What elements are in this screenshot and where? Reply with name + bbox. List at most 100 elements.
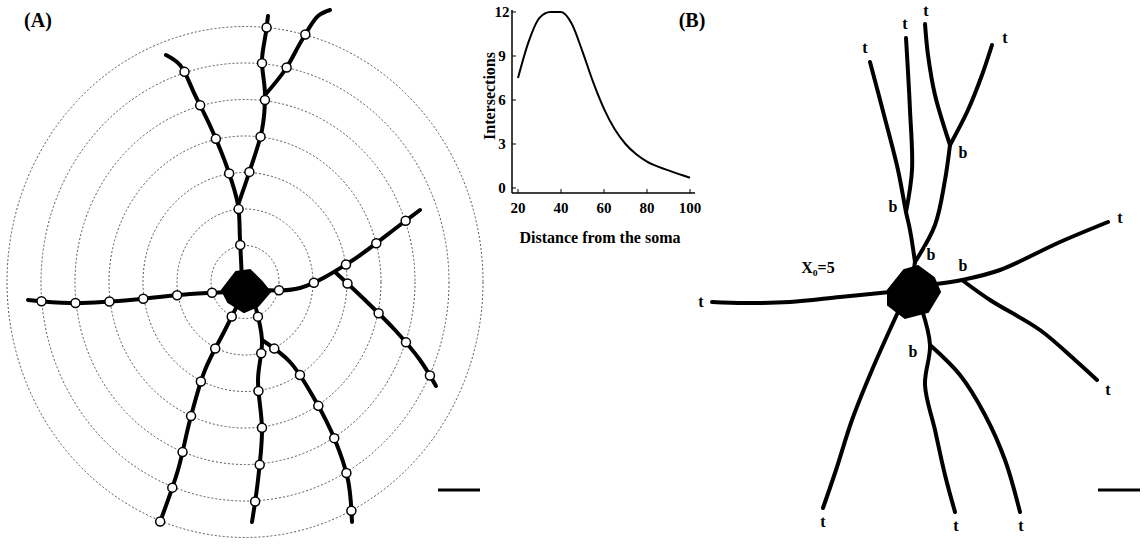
terminal-label: t — [1116, 210, 1123, 226]
intersection-dot — [173, 291, 182, 300]
sholl-rings — [7, 27, 483, 538]
terminal-label: t — [697, 294, 704, 310]
dendrite — [950, 45, 992, 145]
dendrite — [906, 38, 912, 212]
dendrite — [335, 272, 436, 386]
intersection-dot — [196, 101, 205, 110]
tick-label: 20 — [511, 201, 526, 216]
intersection-dot — [342, 469, 351, 478]
axis-title: Distance from the soma — [519, 230, 680, 246]
scale-bar — [1098, 489, 1140, 492]
intersection-dot — [208, 288, 217, 297]
axis-tick — [690, 189, 691, 193]
intersection-dot — [374, 309, 383, 318]
intersection-dot — [425, 371, 434, 380]
soma — [888, 266, 940, 318]
branch-label: b — [908, 344, 919, 360]
intersection-dot — [178, 448, 187, 457]
intersection-dot — [211, 134, 220, 143]
scale-bar — [438, 489, 480, 492]
sholl-curve — [518, 12, 690, 178]
intersection-dot — [253, 312, 262, 321]
panel-letter: (B) — [679, 10, 706, 30]
tick-label: 40 — [554, 201, 569, 216]
dendrite — [265, 10, 330, 95]
axis-tick — [647, 189, 648, 193]
intersection-dot — [196, 377, 205, 386]
axis-tick — [561, 189, 562, 193]
axis-tick — [518, 189, 519, 193]
intersection-dot — [256, 132, 265, 141]
sholl-chart — [512, 10, 695, 193]
intersection-dot — [347, 506, 356, 515]
intersection-dot — [257, 349, 266, 358]
intersection-dot — [314, 401, 323, 410]
terminal-label: t — [901, 16, 908, 32]
dendrite — [238, 16, 268, 205]
sholl-ring — [7, 27, 483, 538]
sholl-ring — [41, 63, 449, 501]
intersection-dot — [37, 297, 46, 306]
intersection-dot — [180, 67, 189, 76]
terminal-label: t — [861, 40, 868, 56]
intersection-dot — [262, 23, 271, 32]
intersection-dot — [295, 370, 304, 379]
tick-label: 6 — [498, 93, 506, 108]
branch-label: b — [958, 258, 969, 274]
neuron-b — [712, 24, 1108, 512]
terminal-label: t — [922, 3, 929, 19]
intersection-dot — [187, 412, 196, 421]
dendrite — [28, 292, 230, 303]
terminal-label: t — [1001, 30, 1008, 46]
soma — [222, 270, 270, 312]
tick-label: 3 — [498, 137, 506, 152]
axis-title: Intersections — [482, 52, 498, 140]
y-axis — [511, 10, 513, 193]
intersection-dot — [156, 517, 165, 526]
branch-count: X₀=5 — [800, 260, 835, 276]
intersection-dot — [301, 30, 310, 39]
intersection-dot — [251, 497, 260, 506]
dendrite — [962, 280, 1097, 380]
axis-tick — [512, 188, 516, 189]
intersection-dot — [211, 344, 220, 353]
intersection-dot — [255, 460, 264, 469]
intersection-dot — [71, 299, 80, 308]
intersection-dot — [227, 312, 236, 321]
intersection-dot — [234, 205, 243, 214]
dendrite — [252, 305, 262, 522]
dendrite — [160, 304, 238, 522]
axis-tick — [512, 12, 516, 13]
sholl-ring — [143, 173, 347, 392]
intersection-dot — [372, 239, 381, 248]
dendrite — [166, 55, 242, 280]
branch-label: b — [926, 247, 937, 263]
tick-label: 80 — [640, 201, 655, 216]
intersection-dot — [260, 95, 269, 104]
sholl-ring — [75, 100, 415, 465]
axis-tick — [512, 144, 516, 145]
intersection-dot — [330, 434, 339, 443]
intersection-dot — [341, 260, 350, 269]
intersection-dots — [37, 23, 434, 526]
tick-label: 100 — [679, 201, 702, 216]
intersection-dot — [236, 241, 245, 250]
intersection-dot — [105, 297, 114, 306]
neuron-a — [28, 10, 436, 522]
axis-tick — [512, 56, 516, 57]
intersection-dot — [274, 286, 283, 295]
dendrite — [712, 292, 890, 303]
dendrite — [262, 340, 352, 522]
sholl-ring — [177, 209, 313, 355]
tick-label: 60 — [597, 201, 612, 216]
sholl-ring — [211, 246, 279, 319]
dendrite — [915, 145, 950, 262]
intersection-dot — [282, 63, 291, 72]
axis-tick — [604, 189, 605, 193]
terminal-label: t — [1104, 382, 1111, 398]
intersection-dot — [309, 278, 318, 287]
intersection-dot — [257, 423, 266, 432]
dendrite — [936, 222, 1108, 284]
